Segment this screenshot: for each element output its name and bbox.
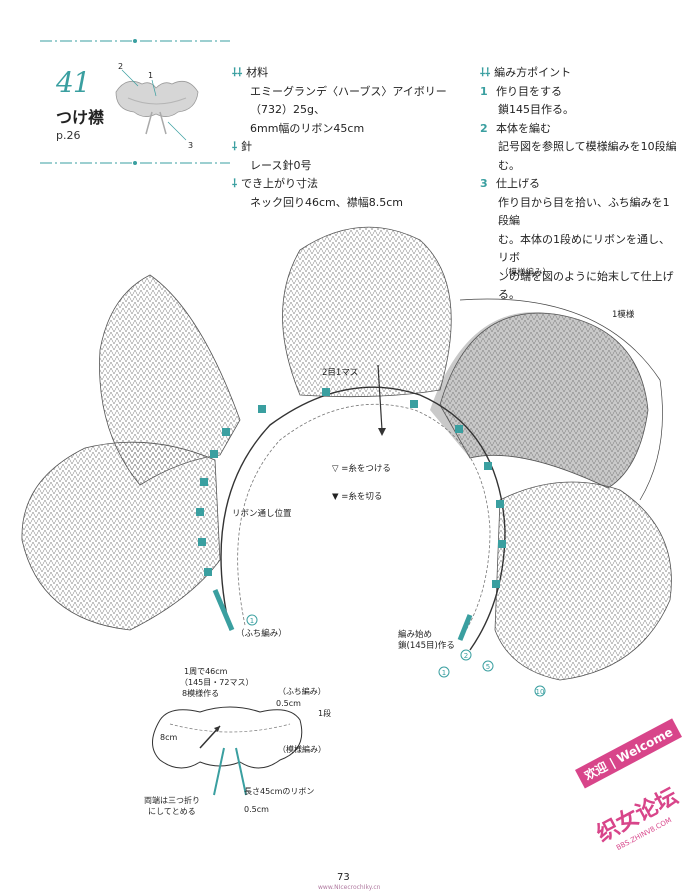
circumference-label-1: 1周で46cm: [184, 667, 228, 676]
start-label-2: 鎖(145目)作る: [398, 641, 455, 651]
step-line: 作り目から目を拾い、ふち編みを1段編: [498, 195, 670, 228]
ribbon-end-right: [457, 614, 473, 641]
small-edge-rows: 1段: [318, 709, 332, 718]
row-markers: [246, 614, 546, 697]
needle-mark-icon: ⸸⸸: [480, 66, 495, 79]
circumference-label-2: （145目・72マス）: [180, 678, 254, 687]
needle-line: レース針0号: [250, 158, 312, 172]
step-line: 鎖145目作る。: [498, 103, 574, 116]
needle-mark-icon: ⸸⸸: [232, 66, 247, 79]
small-pattern-label: （模様編み）: [278, 745, 326, 754]
collar-schematic: [152, 706, 303, 796]
materials-line-1: エミーグランデ〈ハーブス〉アイボリー（732）25g、: [250, 84, 447, 117]
materials-heading: 材料: [246, 66, 269, 79]
two-stitch-label: 2目1マス: [322, 368, 359, 378]
top-ornament: [40, 39, 230, 43]
collar-thumbnail: 2 1 3: [115, 62, 199, 150]
step-line: 記号図を参照して模様編みを10段編: [498, 140, 677, 153]
size-heading: でき上がり寸法: [241, 177, 318, 190]
source-url: www.NIcecrochIky.cn: [318, 884, 381, 891]
edge-label: （ふち編み）: [236, 629, 287, 639]
materials-section: ⸸⸸ 材料 エミーグランデ〈ハーブス〉アイボリー（732）25g、 6mm幅のリ…: [232, 64, 472, 212]
materials-line-2: 6mm幅のリボン45cm: [250, 121, 365, 135]
needle-heading: 針: [241, 140, 252, 153]
small-edge-label: （ふち編み）: [278, 687, 326, 696]
step-title: 作り目をする: [496, 84, 562, 98]
needle-mark-icon: ⸸: [232, 177, 241, 190]
fan-top: [282, 226, 452, 398]
row-marker-label: 1: [442, 669, 446, 677]
watermark-welcome: 欢迎 | Welcome: [575, 718, 682, 789]
neckline-arc: [220, 386, 506, 651]
legend-attach: ▽ =糸をつける: [332, 464, 391, 474]
small-edge-size: 0.5cm: [276, 699, 301, 708]
page-title: つけ襟: [56, 108, 105, 127]
thumb-label-2: 2: [118, 62, 123, 71]
needle-mark-icon: ⸸: [232, 140, 241, 153]
step-number: 1: [480, 84, 488, 98]
step-title: 仕上げる: [496, 177, 540, 190]
row-marker-label: 5: [486, 663, 490, 671]
page-number: 73: [337, 872, 350, 883]
two-stitch-arrow: [377, 364, 383, 431]
one-repeat-label: 1模様: [612, 310, 635, 320]
steps-section: ⸸⸸ 編み方ポイント 1 作り目をする 鎖145目作る。 2 本体を編む 記号図を参…: [480, 64, 680, 305]
page-reference: p.26: [56, 129, 81, 142]
thumb-label-3: 3: [188, 141, 193, 150]
inner-arc: [237, 403, 491, 641]
step-number: 3: [480, 177, 488, 190]
step-title: 本体を編む: [496, 121, 551, 135]
fan-left: [21, 441, 221, 631]
small-width-label: 8cm: [160, 733, 178, 742]
row-marker-label: 10: [536, 688, 545, 696]
ribbon-end-left: [212, 589, 235, 631]
ribbon-position-label: リボン通し位置: [232, 509, 292, 519]
bottom-ornament: [40, 161, 230, 165]
row-marker-label: 1: [250, 617, 254, 625]
step-line: ンの端を図のように始末して仕上げる。: [498, 269, 674, 302]
step-number: 2: [480, 121, 488, 135]
circumference-label-3: 8模様作る: [182, 689, 220, 698]
ends-label-1: 両端は三つ折り: [144, 796, 200, 805]
start-label-1: 編み始め: [398, 630, 433, 640]
size-line: ネック回り46cm、襟幅8.5cm: [250, 195, 404, 209]
legend-cut: ▼ =糸を切る: [332, 492, 383, 502]
arrow-head-icon: [378, 428, 386, 436]
ribbon-margin-label: 0.5cm: [244, 805, 269, 814]
step-line: む。本体の1段めにリボンを通し、リボ: [498, 232, 670, 265]
thumb-label-1: 1: [148, 71, 153, 80]
pattern-label: （模様編み）: [500, 268, 552, 278]
pattern-number: 41: [56, 66, 91, 99]
ribbon-markers: [196, 388, 506, 588]
step-line: む。: [498, 158, 520, 172]
ends-label-2: にしてとめる: [148, 807, 196, 816]
row-marker-label: 2: [464, 652, 468, 660]
crochet-chart: 1 1 2 5 10: [21, 226, 672, 697]
repeat-bracket: [459, 298, 663, 501]
fan-upper-right: [439, 312, 649, 489]
steps-heading: 編み方ポイント: [494, 66, 572, 79]
ribbon-length-label: 長さ45cmのリボン: [244, 787, 315, 796]
fan-lower-right: [494, 481, 672, 681]
